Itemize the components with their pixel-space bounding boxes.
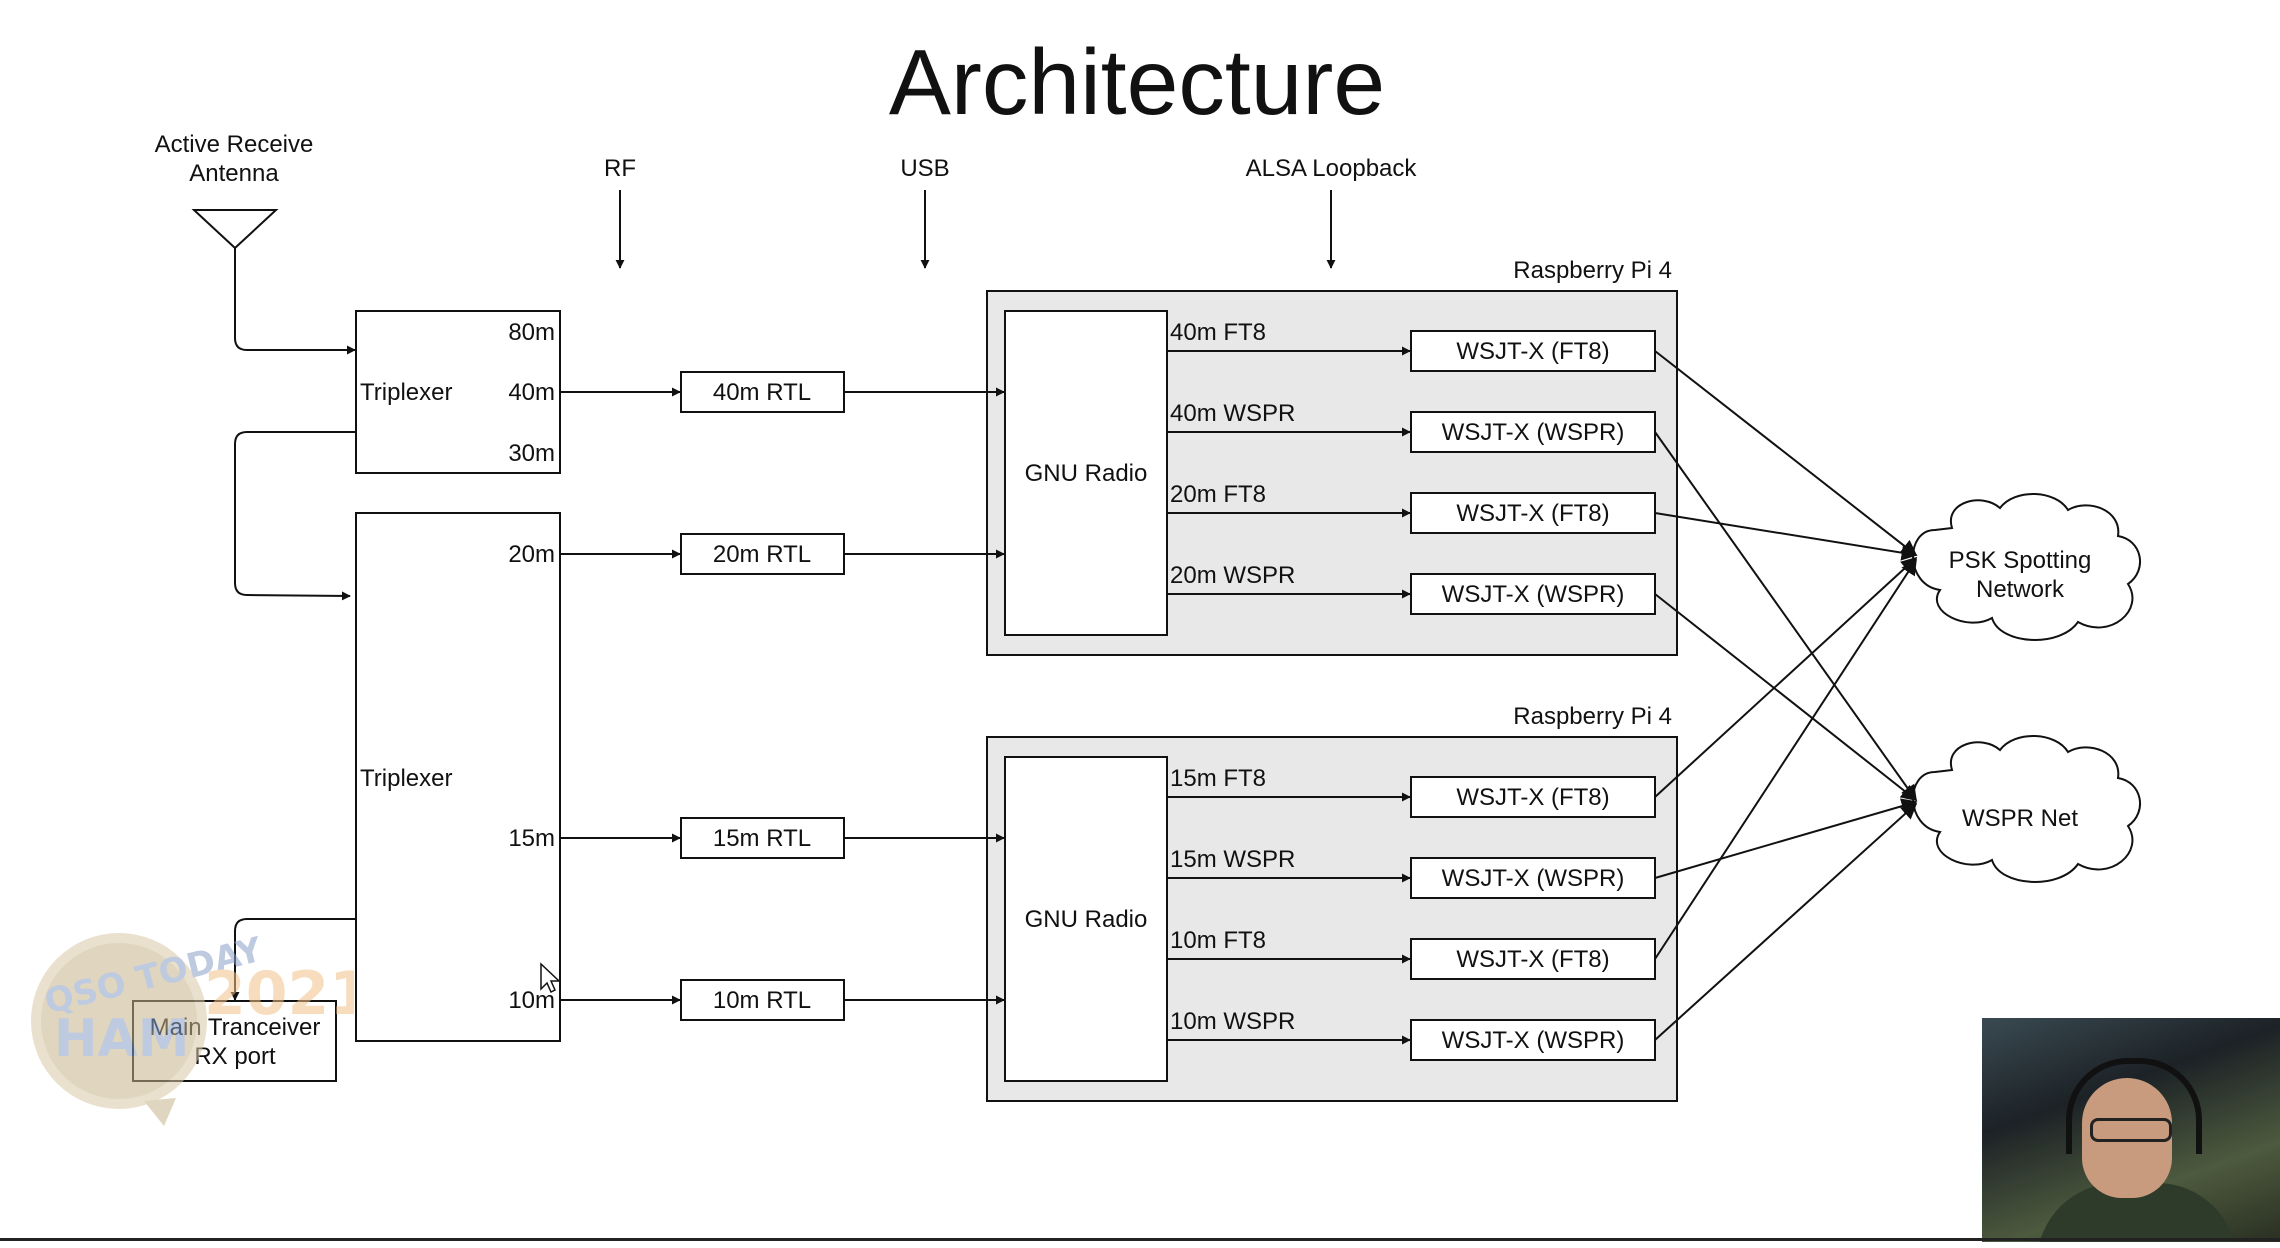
- triplexer-top-port-40m: 40m: [508, 379, 555, 406]
- wsjtx-label-15m-ft8: WSJT-X (FT8): [1456, 784, 1609, 811]
- pi-bottom-label: Raspberry Pi 4: [1513, 703, 1672, 730]
- wsjtx-box-10m-wspr: [1410, 1019, 1656, 1061]
- rtl-label-20m: 20m RTL: [713, 541, 811, 568]
- wsjtx-label-20m-ft8: WSJT-X (FT8): [1456, 500, 1609, 527]
- spot-line-15m-wspr: [1654, 798, 1918, 879]
- bottom-border-line: [0, 1238, 2280, 1241]
- wspr-net-cloud: [1912, 735, 2141, 883]
- wsjtx-label-40m-ft8: WSJT-X (FT8): [1456, 338, 1609, 365]
- spot-line-20m-wspr: [1654, 593, 1918, 801]
- pi-top-label: Raspberry Pi 4: [1513, 257, 1672, 284]
- triplexer-top-label: Triplexer: [360, 379, 452, 406]
- gnu-radio-bottom-label: GNU Radio: [1025, 906, 1148, 933]
- rtl-label-10m: 10m RTL: [713, 987, 811, 1014]
- channel-label-20m-wspr: 20m WSPR: [1170, 562, 1295, 589]
- channel-label-20m-ft8: 20m FT8: [1170, 481, 1266, 508]
- channel-label-10m-wspr: 10m WSPR: [1170, 1008, 1295, 1035]
- spot-line-15m-ft8: [1654, 556, 1918, 798]
- triplexer-bottom-port-10m: 10m: [508, 987, 555, 1014]
- wsjtx-label-10m-ft8: WSJT-X (FT8): [1456, 946, 1609, 973]
- triplexer-bottom-label: Triplexer: [360, 765, 452, 792]
- wsjtx-box-20m-wspr: [1410, 573, 1656, 615]
- wsjtx-label-10m-wspr: WSJT-X (WSPR): [1442, 1027, 1625, 1054]
- triplexer-link-line: [234, 431, 356, 601]
- spot-line-20m-ft8: [1654, 512, 1918, 561]
- channel-label-15m-ft8: 15m FT8: [1170, 765, 1266, 792]
- gnu-radio-top-box: [1004, 310, 1168, 636]
- legend-alsa-label: ALSA Loopback: [1246, 155, 1418, 182]
- triplexer-top-box: [355, 310, 561, 474]
- svg-text:2021: 2021: [204, 959, 354, 1029]
- wsjtx-box-15m-wspr: [1410, 857, 1656, 899]
- wsjtx-label-15m-wspr: WSJT-X (WSPR): [1442, 865, 1625, 892]
- wsjtx-box-20m-ft8: [1410, 492, 1656, 534]
- mouse-cursor-icon: [540, 962, 561, 994]
- triplexer-top-port-30m: 30m: [508, 440, 555, 467]
- main-transceiver-label-line2: RX port: [194, 1043, 276, 1070]
- webcam-presenter-video: [1982, 1018, 2280, 1242]
- psk-network-cloud: [1912, 493, 2141, 641]
- gnu-radio-top-label: GNU Radio: [1025, 460, 1148, 487]
- rtl-box-20m: [680, 533, 845, 575]
- rtl-box-15m: [680, 817, 845, 859]
- psk-network-label-line1: PSK Spotting: [1949, 547, 2092, 574]
- triplexer-bottom-box: [355, 512, 561, 1042]
- rtl-box-40m: [680, 371, 845, 413]
- antenna-label-line1: Active Receive: [155, 131, 314, 158]
- spot-line-40m-wspr: [1654, 431, 1917, 802]
- spot-line-10m-wspr: [1654, 802, 1918, 1041]
- rtl-box-10m: [680, 979, 845, 1021]
- glasses-icon: [2090, 1118, 2172, 1142]
- triplexer-bottom-port-20m: 20m: [508, 541, 555, 568]
- legend-rf-label: RF: [604, 155, 636, 182]
- psk-network-label-line2: Network: [1976, 576, 2065, 603]
- wspr-net-label: WSPR Net: [1962, 805, 2078, 832]
- wsjtx-box-40m-wspr: [1410, 411, 1656, 453]
- wsjtx-label-40m-wspr: WSJT-X (WSPR): [1442, 419, 1625, 446]
- antenna-icon: [191, 209, 279, 250]
- svg-text:HAM: HAM: [54, 1009, 190, 1069]
- rtl-label-40m: 40m RTL: [713, 379, 811, 406]
- event-logo-watermark: QSO TODAY HAM 2021: [31, 930, 354, 1126]
- transceiver-feed-line: [230, 918, 356, 1001]
- rtl-label-15m: 15m RTL: [713, 825, 811, 852]
- channel-label-15m-wspr: 15m WSPR: [1170, 846, 1295, 873]
- wsjtx-box-10m-ft8: [1410, 938, 1656, 980]
- page-title: Architecture: [889, 30, 1385, 134]
- antenna-label-line2: Antenna: [189, 160, 279, 187]
- wsjtx-label-20m-wspr: WSJT-X (WSPR): [1442, 581, 1625, 608]
- gnu-radio-bottom-box: [1004, 756, 1168, 1082]
- legend-usb-label: USB: [900, 155, 949, 182]
- channel-label-40m-ft8: 40m FT8: [1170, 319, 1266, 346]
- spot-line-10m-ft8: [1654, 558, 1917, 960]
- headset-icon: [2066, 1058, 2202, 1154]
- channel-label-40m-wspr: 40m WSPR: [1170, 400, 1295, 427]
- antenna-feed-line: [234, 248, 356, 355]
- spot-line-40m-ft8: [1654, 350, 1918, 556]
- triplexer-bottom-port-15m: 15m: [508, 825, 555, 852]
- channel-label-10m-ft8: 10m FT8: [1170, 927, 1266, 954]
- triplexer-top-port-80m: 80m: [508, 319, 555, 346]
